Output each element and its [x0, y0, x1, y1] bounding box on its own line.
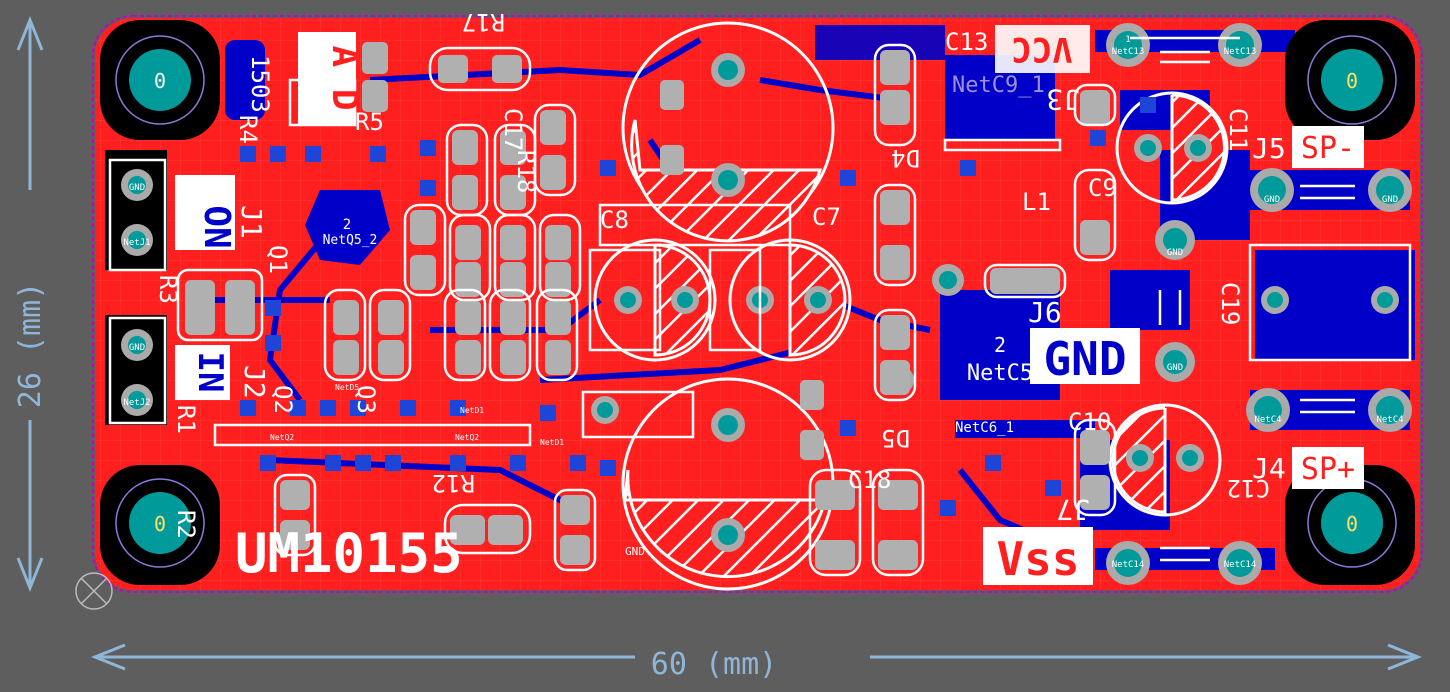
svg-text:NetD1: NetD1: [460, 406, 484, 415]
width-label: 60 (mm): [651, 647, 777, 682]
dimension-height: [16, 15, 44, 593]
svg-text:J1: J1: [235, 205, 268, 239]
svg-text:R1: R1: [172, 405, 200, 434]
svg-text:J2: J2: [238, 365, 271, 399]
svg-text:J3: J3: [1046, 83, 1080, 116]
svg-text:NetJ1: NetJ1: [123, 238, 150, 248]
height-label: 26 (mm): [13, 282, 48, 408]
svg-text:C19: C19: [1216, 282, 1244, 325]
svg-text:0: 0: [154, 69, 166, 93]
svg-text:NetQ2: NetQ2: [270, 433, 294, 442]
svg-text:A D: A D: [324, 45, 365, 110]
svg-text:C9: C9: [1088, 174, 1117, 202]
svg-text:J7: J7: [1056, 493, 1090, 526]
svg-text:D4: D4: [891, 144, 920, 172]
svg-text:0: 0: [154, 512, 166, 536]
svg-text:C8: C8: [600, 206, 629, 234]
svg-text:GND: GND: [625, 545, 645, 558]
connector-label-boxes: ON IN A D VCC SP- SP+ GND Vss: [175, 25, 1364, 586]
svg-text:C13: C13: [945, 28, 988, 56]
svg-text:J5: J5: [1252, 132, 1286, 165]
svg-text:1503: 1503: [246, 55, 274, 113]
svg-text:2: 2: [343, 217, 351, 233]
svg-text:IN: IN: [190, 352, 230, 393]
svg-text:GND: GND: [1264, 195, 1280, 205]
svg-text:1: 1: [1125, 35, 1130, 45]
board-name-label: UM10155: [235, 522, 463, 585]
svg-text:NetQ5_2: NetQ5_2: [323, 233, 378, 248]
smd-pads: [185, 42, 1110, 570]
svg-text:R3: R3: [154, 275, 182, 304]
svg-text:NetC4: NetC4: [1254, 415, 1281, 425]
svg-text:D5: D5: [881, 424, 910, 452]
svg-text:NetC9_1: NetC9_1: [952, 73, 1045, 98]
svg-text:J6: J6: [1028, 296, 1062, 329]
bottom-smd-pads: [240, 97, 1156, 516]
svg-text:NetC5: NetC5: [967, 361, 1033, 386]
svg-text:SP+: SP+: [1301, 452, 1355, 487]
svg-text:SP-: SP-: [1301, 131, 1355, 166]
svg-text:VCC: VCC: [1011, 29, 1072, 69]
svg-text:ON: ON: [196, 205, 237, 248]
thru-hole-pads: [591, 53, 1399, 552]
svg-text:R5: R5: [355, 108, 384, 136]
svg-text:NetJ2: NetJ2: [123, 398, 150, 408]
svg-text:2: 2: [994, 333, 1006, 357]
svg-text:R12: R12: [432, 469, 475, 497]
svg-text:Q1: Q1: [264, 245, 292, 274]
svg-text:C18: C18: [848, 466, 891, 494]
connector-designators: J1 J2 J3 J4 J5 J6 J7: [235, 83, 1286, 526]
refdes-labels: C7 C8 C9 C10 C18 D4 D5 L1 R12 R17 C11 C1…: [154, 8, 1270, 539]
svg-text:R2: R2: [172, 510, 200, 539]
svg-text:NetC13: NetC13: [1112, 47, 1145, 57]
svg-text:J4: J4: [1252, 452, 1286, 485]
origin-marker-icon: [75, 572, 113, 610]
svg-text:GND: GND: [129, 343, 145, 353]
mount-holes: 0 0 0 0: [115, 35, 1397, 568]
svg-text:GND: GND: [1167, 363, 1183, 373]
svg-text:NetC4: NetC4: [1376, 415, 1403, 425]
svg-text:L1: L1: [1022, 188, 1051, 216]
svg-text:NetD1: NetD1: [540, 438, 564, 447]
svg-text:GND: GND: [1382, 195, 1398, 205]
svg-text:GND: GND: [1167, 248, 1183, 258]
svg-text:C17: C17: [499, 108, 527, 151]
svg-text:C10: C10: [1068, 408, 1111, 436]
svg-text:0: 0: [1346, 69, 1358, 93]
svg-text:R4: R4: [234, 115, 262, 144]
svg-text:C11: C11: [1224, 108, 1252, 151]
svg-text:R18: R18: [512, 150, 540, 193]
svg-text:NetD5: NetD5: [335, 383, 359, 392]
svg-text:C7: C7: [812, 203, 841, 231]
svg-text:NetC13: NetC13: [1224, 47, 1257, 57]
svg-text:NetQ2: NetQ2: [455, 433, 479, 442]
svg-text:NetC14: NetC14: [1224, 560, 1257, 570]
svg-text:C12: C12: [1227, 474, 1270, 502]
svg-text:GND: GND: [1043, 332, 1126, 386]
overlay-net-labels: NetC9_1 NetC6_1 2 NetC5 2 NetQ5_2 NetD1 …: [270, 73, 1045, 558]
svg-text:Q3: Q3: [352, 385, 380, 414]
board-outline: [92, 15, 1423, 593]
svg-text:Vss: Vss: [996, 532, 1079, 586]
svg-text:NetC14: NetC14: [1112, 560, 1145, 570]
svg-text:GND: GND: [129, 183, 145, 193]
connector-pads: 1 NetC13 NetC13 GND GND NetC4 NetC4 NetC…: [121, 23, 1412, 585]
svg-text:Q2: Q2: [269, 385, 297, 414]
svg-text:R17: R17: [462, 8, 505, 36]
svg-text:NetC6_1: NetC6_1: [955, 420, 1014, 436]
dimension-width: [90, 643, 1423, 671]
svg-text:0: 0: [1346, 512, 1358, 536]
silk-outlines: [108, 36, 1412, 577]
